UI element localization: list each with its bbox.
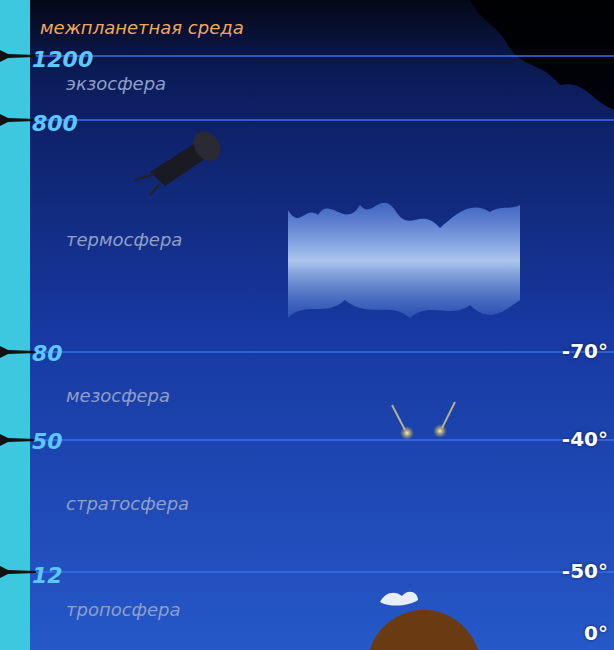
space-darkness xyxy=(470,0,614,110)
altitude-number: 80 xyxy=(32,342,63,366)
altitude-number: 12 xyxy=(32,564,63,588)
layer-name: мезосфера xyxy=(66,386,170,406)
altitude-bar xyxy=(0,0,30,650)
altitude-number: 1200 xyxy=(32,48,93,72)
temperature-label: -70° xyxy=(562,340,608,362)
layer-boundaries xyxy=(30,56,614,572)
temperature-label: -40° xyxy=(562,428,608,450)
altitude-number: 50 xyxy=(32,430,63,454)
meteors xyxy=(392,402,455,440)
satellite xyxy=(135,126,226,195)
temperature-label: 0° xyxy=(584,622,608,644)
mountain xyxy=(370,592,478,650)
layer-name: термосфера xyxy=(66,230,182,250)
temperature-label: -50° xyxy=(562,560,608,582)
layer-name: экзосфера xyxy=(66,74,166,94)
altitude-markers xyxy=(0,50,36,578)
layer-name: тропосфера xyxy=(66,600,181,620)
altitude-number: 800 xyxy=(32,112,78,136)
layer-name: стратосфера xyxy=(66,494,189,514)
space-label: межпланетная среда xyxy=(40,18,244,38)
aurora xyxy=(288,203,520,318)
